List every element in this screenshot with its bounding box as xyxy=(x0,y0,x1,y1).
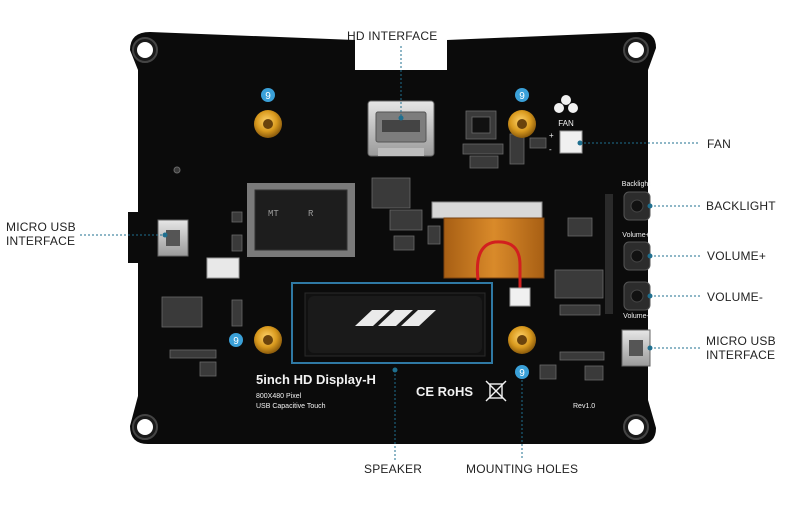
board-title: 5inch HD Display-H xyxy=(256,372,376,387)
callout-micro-usb-right-line2: INTERFACE xyxy=(706,348,776,362)
board-revision: Rev1.0 xyxy=(573,403,595,410)
backlight-silk-label: Backlight xyxy=(622,181,650,188)
standoff xyxy=(263,335,273,345)
standoff xyxy=(263,119,273,129)
side-buttons: Backlight Volume+ Volume- xyxy=(605,181,651,320)
micro-usb-port-icon xyxy=(157,219,189,257)
callout-backlight: BACKLIGHT xyxy=(706,199,776,213)
pcb-board xyxy=(128,32,656,444)
callout-mounting-holes: MOUNTING HOLES xyxy=(466,462,579,476)
chip-marking: R xyxy=(308,209,314,219)
indicator-led xyxy=(173,166,181,174)
callout-fan: FAN xyxy=(707,137,731,151)
jst-connector xyxy=(206,257,240,279)
leader-dots xyxy=(162,115,653,373)
standoff xyxy=(517,335,527,345)
smd-components xyxy=(161,110,605,381)
callout-micro-usb-left-line2: INTERFACE xyxy=(6,234,76,248)
callout-hd-interface: HD INTERFACE xyxy=(347,29,438,43)
chip-marking: MT xyxy=(268,209,279,219)
callout-micro-usb-left-line1: MICRO USB xyxy=(6,220,76,234)
cert-marks: CE RoHS xyxy=(416,384,473,399)
callout-volume-plus: VOLUME+ xyxy=(707,249,767,263)
volume-plus-silk-label: Volume+ xyxy=(622,232,649,239)
corner-hole xyxy=(137,42,153,58)
standoff xyxy=(517,119,527,129)
callout-micro-usb-right: MICRO USB INTERFACE xyxy=(706,334,776,362)
fpc-connector xyxy=(431,201,545,279)
volume-minus-silk-label: Volume- xyxy=(623,313,649,320)
callout-volume-minus: VOLUME- xyxy=(707,290,764,304)
fan-silk-label: FAN xyxy=(558,119,574,128)
hole-badge: 9 xyxy=(519,91,525,102)
board-touch: USB Capacitive Touch xyxy=(256,403,326,410)
corner-hole xyxy=(628,42,644,58)
corner-hole xyxy=(137,419,153,435)
callout-speaker: SPEAKER xyxy=(364,462,423,476)
svg-text:+: + xyxy=(549,131,554,140)
hdmi-port-icon xyxy=(367,100,435,157)
hole-badge: 9 xyxy=(233,336,239,347)
corner-mount-holes xyxy=(132,37,649,440)
svg-text:-: - xyxy=(549,145,552,154)
hole-badge: 9 xyxy=(265,91,271,102)
micro-usb-port-icon xyxy=(621,329,651,367)
fan-icon xyxy=(554,95,578,113)
hole-badges: 9 9 9 9 xyxy=(229,88,529,379)
crossed-bin-icon xyxy=(485,380,507,402)
speaker xyxy=(291,282,493,364)
callout-micro-usb-right-line1: MICRO USB xyxy=(706,334,776,348)
callout-micro-usb-left: MICRO USB INTERFACE xyxy=(6,220,76,248)
brass-standoffs xyxy=(254,110,536,354)
controller-chip: MT R xyxy=(247,183,355,257)
speaker-wire xyxy=(475,240,531,307)
corner-hole xyxy=(628,419,644,435)
leader-lines xyxy=(80,46,700,460)
board-resolution: 800X480 Pixel xyxy=(256,393,302,400)
hole-badge: 9 xyxy=(519,368,525,379)
fan-connector: + - xyxy=(549,130,583,154)
